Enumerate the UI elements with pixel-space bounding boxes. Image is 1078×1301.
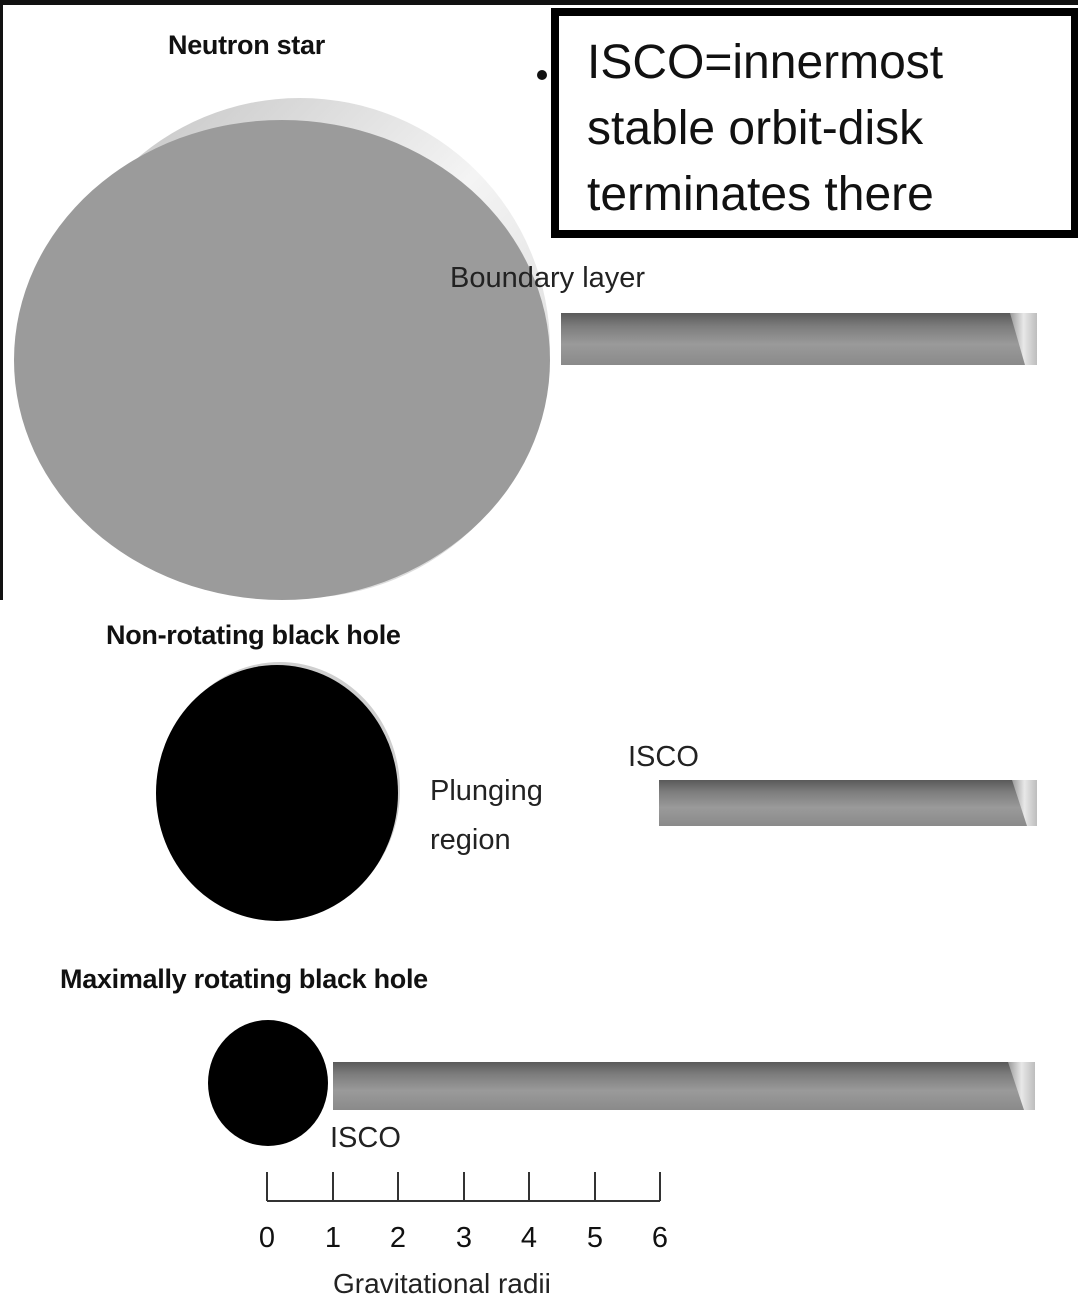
marker-dot	[537, 70, 547, 80]
tick-label-1: 1	[324, 1222, 342, 1254]
isco-label-non-rotating: ISCO	[628, 741, 699, 773]
neutron-star	[14, 98, 550, 600]
neutron-star-title: Neutron star	[168, 30, 325, 60]
tick-label-0: 0	[258, 1222, 276, 1254]
isco-label-max-rotating: ISCO	[330, 1122, 401, 1154]
max-rotating-disk	[333, 1062, 1035, 1110]
tick-label-2: 2	[389, 1222, 407, 1254]
non-rotating-title: Non-rotating black hole	[106, 620, 401, 650]
boundary-layer-disk	[561, 313, 1037, 365]
scale-bar	[266, 1172, 661, 1202]
non-rotating-disk	[659, 780, 1037, 826]
top-border-line	[0, 0, 1078, 5]
left-border-line	[0, 0, 3, 600]
plunging-label-line2: region	[430, 824, 511, 856]
tick-label-4: 4	[520, 1222, 538, 1254]
non-rotating-black-hole	[156, 662, 400, 921]
boundary-layer-label: Boundary layer	[450, 262, 646, 294]
tick-label-3: 3	[455, 1222, 473, 1254]
isco-note-text: ISCO=innermost stable orbit-disk termina…	[587, 36, 944, 221]
tick-label-6: 6	[651, 1222, 669, 1254]
max-rotating-black-hole	[208, 1020, 328, 1146]
tick-label-5: 5	[586, 1222, 604, 1254]
max-rotating-title: Maximally rotating black hole	[60, 964, 428, 994]
isco-note-box: ISCO=innermost stable orbit-disk termina…	[551, 8, 1078, 238]
plunging-label-line1: Plunging	[430, 775, 543, 807]
scale-axis-label: Gravitational radii	[333, 1268, 551, 1299]
